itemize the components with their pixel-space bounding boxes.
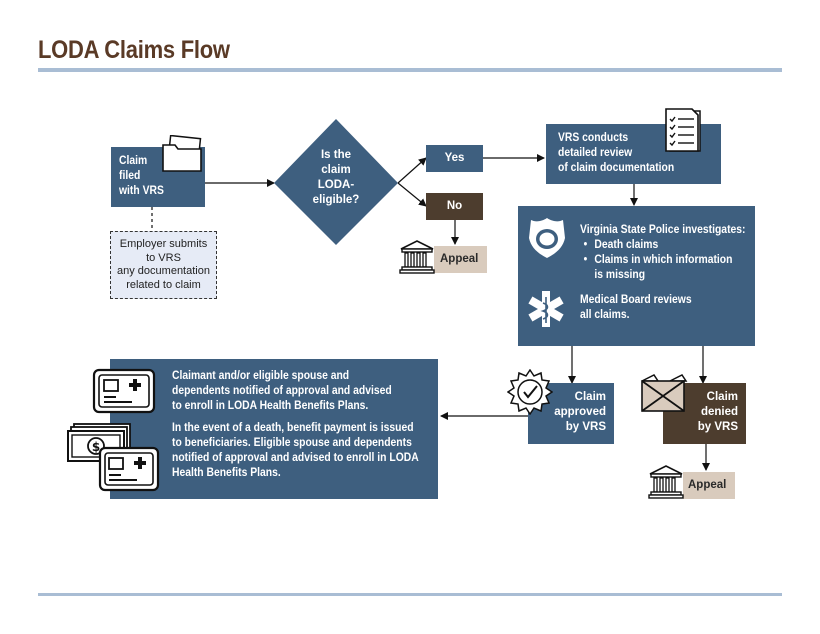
decision-text: Is the claim LODA- eligible?: [296, 148, 376, 208]
notification-box: Claimant and/or eligible spouse and depe…: [110, 359, 438, 499]
denied-line: denied: [700, 406, 738, 418]
svg-text:$: $: [92, 440, 100, 454]
page-title: LODA Claims Flow: [38, 36, 230, 64]
courthouse-icon: [648, 465, 684, 499]
decision-diamond: [274, 119, 398, 245]
decision-line: LODA-: [317, 179, 355, 191]
decision-line: eligible?: [312, 194, 360, 206]
employer-line: any documentation: [117, 265, 210, 277]
approved-line: by VRS: [565, 421, 606, 433]
folder-icon: [162, 135, 202, 172]
denied-line: Claim: [706, 391, 738, 403]
arrow-decision-to-yes: [397, 157, 427, 184]
approved-line: Claim: [574, 391, 606, 403]
notification-para2-line: to beneficiaries. Eligible spouse and de…: [172, 437, 412, 449]
notification-para2-line: Health Benefits Plans.: [172, 467, 281, 479]
claim-filed-line: with VRS: [119, 185, 164, 197]
insurance-card-icon: [92, 368, 156, 414]
denied-box-icon: [641, 374, 688, 412]
employer-documentation-box: Employer submits to VRS any documentatio…: [110, 231, 217, 299]
yes-label: Yes: [444, 152, 465, 164]
no-label: No: [446, 200, 463, 212]
decision-line: Is the: [320, 149, 352, 161]
appeal-top-label: Appeal: [440, 253, 479, 265]
claim-filed-line: Claim: [119, 155, 148, 167]
police-badge-icon: [529, 218, 565, 258]
vrs-review-line: detailed review: [558, 147, 633, 159]
denied-line: by VRS: [697, 421, 738, 433]
yes-box: Yes: [426, 145, 483, 172]
employer-line: Employer submits: [119, 238, 208, 250]
approved-seal-icon: [507, 369, 553, 415]
medical-board-line: all claims.: [580, 309, 630, 321]
investigation-bullet: Death claims: [580, 238, 738, 253]
medical-board-line: Medical Board reviews: [580, 294, 692, 306]
investigation-heading: Virginia State Police investigates:: [580, 224, 746, 236]
medical-star-of-life-icon: [528, 291, 564, 327]
arrow-decision-to-no: [397, 182, 427, 207]
employer-line: related to claim: [126, 278, 201, 291]
vrs-review-line: of claim documentation: [558, 162, 675, 174]
approved-line: approved: [554, 406, 606, 418]
claim-filed-line: filed: [119, 170, 141, 182]
courthouse-icon: [399, 240, 435, 274]
notification-para1-line: dependents notified of approval and advi…: [172, 385, 392, 397]
checklist-document-icon: [665, 108, 701, 152]
appeal-bottom-label: Appeal: [688, 479, 727, 491]
notification-para2-line: In the event of a death, benefit payment…: [172, 422, 414, 434]
investigation-bullet: Claims in which information: [580, 253, 738, 268]
vrs-review-line: VRS conducts: [558, 132, 629, 144]
bottom-divider: [38, 593, 782, 596]
notification-para2-line: notified of approval and advised to enro…: [172, 452, 419, 464]
employer-line: to VRS: [146, 251, 181, 264]
no-box: No: [426, 193, 483, 220]
investigation-bullet-cont: is missing: [594, 269, 646, 281]
decision-line: claim: [321, 164, 351, 176]
claim-approved-box: Claim approved by VRS: [528, 383, 614, 444]
notification-para1-line: Claimant and/or eligible spouse and: [172, 370, 350, 382]
top-divider: [38, 68, 782, 72]
appeal-bottom-box: Appeal: [683, 472, 735, 499]
insurance-card-icon: [98, 446, 160, 492]
notification-para1-line: to enroll in LODA Health Benefits Plans.: [172, 400, 369, 412]
appeal-top-box: Appeal: [434, 246, 487, 273]
